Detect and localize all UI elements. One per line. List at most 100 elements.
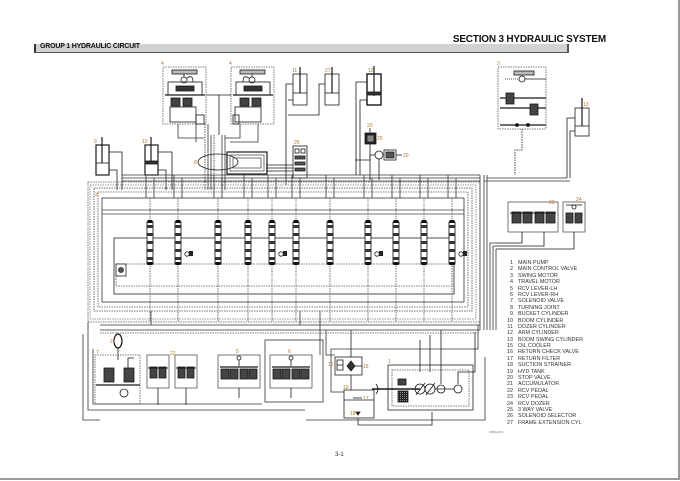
legend-item-number: 18 bbox=[507, 362, 513, 369]
frame-extension-cylinder bbox=[288, 67, 340, 116]
spool-section bbox=[392, 198, 400, 302]
callout-3: 3 bbox=[497, 61, 500, 67]
legend-item-label: BOOM CYLINDER bbox=[518, 317, 564, 324]
legend-item-label: RCV PEDAL bbox=[518, 387, 549, 394]
boom-swing-cylinder bbox=[566, 98, 590, 178]
legend-item-number: 8 bbox=[510, 304, 513, 311]
legend-item: 15 OIL COOLER bbox=[503, 343, 653, 349]
legend-item-label: ARM CYLINDER bbox=[518, 330, 559, 337]
legend-item-label: RETURN FILTER bbox=[518, 355, 561, 362]
legend-item-number: 10 bbox=[507, 317, 513, 324]
callout-16: 16 bbox=[328, 362, 334, 368]
legend-item-number: 4 bbox=[510, 279, 513, 286]
swing-motor bbox=[497, 66, 547, 175]
legend-item-label: MAIN CONTROL VALVE bbox=[518, 266, 578, 273]
legend-item-number: 27 bbox=[507, 419, 513, 426]
legend-item: 9 BUCKET CYLINDER bbox=[503, 311, 653, 317]
legend-item-number: 21 bbox=[507, 381, 513, 388]
legend-item: 12 ARM CYLINDER bbox=[503, 330, 653, 336]
legend-item-label: OIL COOLER bbox=[518, 343, 551, 350]
legend-item-number: 26 bbox=[507, 413, 513, 420]
callout-7: 7 bbox=[96, 350, 99, 356]
solenoid-selector bbox=[266, 145, 308, 179]
callout-19: 19 bbox=[343, 385, 349, 391]
callout-26: 26 bbox=[294, 140, 300, 146]
legend-item-number: 15 bbox=[507, 343, 513, 350]
arm-cylinder bbox=[355, 66, 382, 175]
legend-item-label: RCV LEVER-RH bbox=[518, 291, 559, 298]
legend-item-label: RCV DOZER bbox=[518, 400, 550, 407]
callout-20-top: 20 bbox=[367, 123, 373, 129]
legend-item-number: 1 bbox=[510, 260, 513, 266]
legend-item-label: ACCUMULATOR bbox=[518, 381, 560, 388]
callout-23: 23 bbox=[549, 200, 555, 206]
legend-item: 18 SUCTION STRAINER bbox=[503, 362, 653, 368]
callout-27: 27 bbox=[325, 68, 331, 74]
control-valve-feed-lines bbox=[122, 174, 570, 330]
turning-joint bbox=[197, 151, 268, 175]
spool-section bbox=[420, 198, 428, 302]
legend-item-label: DOZER CYLINDER bbox=[518, 323, 566, 330]
legend-item-number: 3 bbox=[510, 272, 513, 279]
callout-4-right: 4 bbox=[229, 61, 232, 67]
legend-item-label: BOOM SWING CYLINDER bbox=[518, 336, 583, 343]
callout-21: 21 bbox=[110, 339, 116, 345]
legend-item-number: 16 bbox=[507, 349, 513, 356]
rcv-pedal-23 bbox=[496, 201, 559, 247]
callout-1: 1 bbox=[388, 359, 391, 365]
legend-item: 21 ACCUMULATOR bbox=[503, 381, 653, 387]
return-check-valve bbox=[336, 359, 344, 371]
accumulator bbox=[113, 333, 123, 360]
legend-item-label: SOLENOID SELECTOR bbox=[518, 413, 577, 420]
spool-section bbox=[146, 198, 154, 302]
callout-5: 5 bbox=[236, 349, 239, 355]
callout-17: 17 bbox=[363, 396, 369, 402]
control-valve-spools bbox=[115, 198, 467, 302]
travel-motor-right bbox=[230, 66, 275, 125]
callout-18: 18 bbox=[350, 411, 356, 417]
legend-item-number: 22 bbox=[507, 387, 513, 394]
callout-6: 6 bbox=[288, 349, 291, 355]
spool-section bbox=[214, 198, 222, 302]
legend-item-number: 9 bbox=[510, 311, 513, 318]
group-header-bar: GROUP 1 HYDRAULIC CIRCUIT bbox=[34, 43, 569, 53]
callout-9: 9 bbox=[94, 139, 97, 145]
legend-item-label: RETURN CHECK VALVE bbox=[518, 349, 579, 356]
legend-item-label: SOLENOID VALVE bbox=[518, 298, 564, 305]
legend-item-number: 12 bbox=[507, 330, 513, 337]
group-title: GROUP 1 HYDRAULIC CIRCUIT bbox=[40, 43, 140, 50]
legend-item-label: SUCTION STRAINER bbox=[518, 362, 572, 369]
legend-item-number: 13 bbox=[507, 336, 513, 343]
spool-section bbox=[174, 198, 193, 302]
callout-22: 22 bbox=[170, 351, 176, 357]
spool-section bbox=[448, 198, 467, 302]
dozer-cylinder bbox=[285, 67, 308, 185]
legend-item-number: 20 bbox=[507, 375, 513, 382]
legend-item-label: 3 WAY VALVE bbox=[518, 406, 553, 413]
callout-2: 2 bbox=[95, 192, 98, 198]
legend-item: 16 RETURN CHECK VALVE bbox=[503, 349, 653, 355]
legend-item-number: 25 bbox=[507, 406, 513, 413]
rcv-pedal-22 bbox=[146, 354, 198, 405]
legend-item: 22 RCV PEDAL bbox=[503, 388, 653, 394]
spool-section bbox=[268, 198, 287, 302]
bucket-cylinder bbox=[95, 137, 123, 190]
stop-valve bbox=[369, 149, 402, 180]
callout-4-left: 4 bbox=[161, 61, 164, 67]
legend-item-label: BUCKET CYLINDER bbox=[518, 311, 569, 318]
callout-25: 25 bbox=[377, 136, 383, 142]
callout-15: 15 bbox=[363, 364, 369, 370]
